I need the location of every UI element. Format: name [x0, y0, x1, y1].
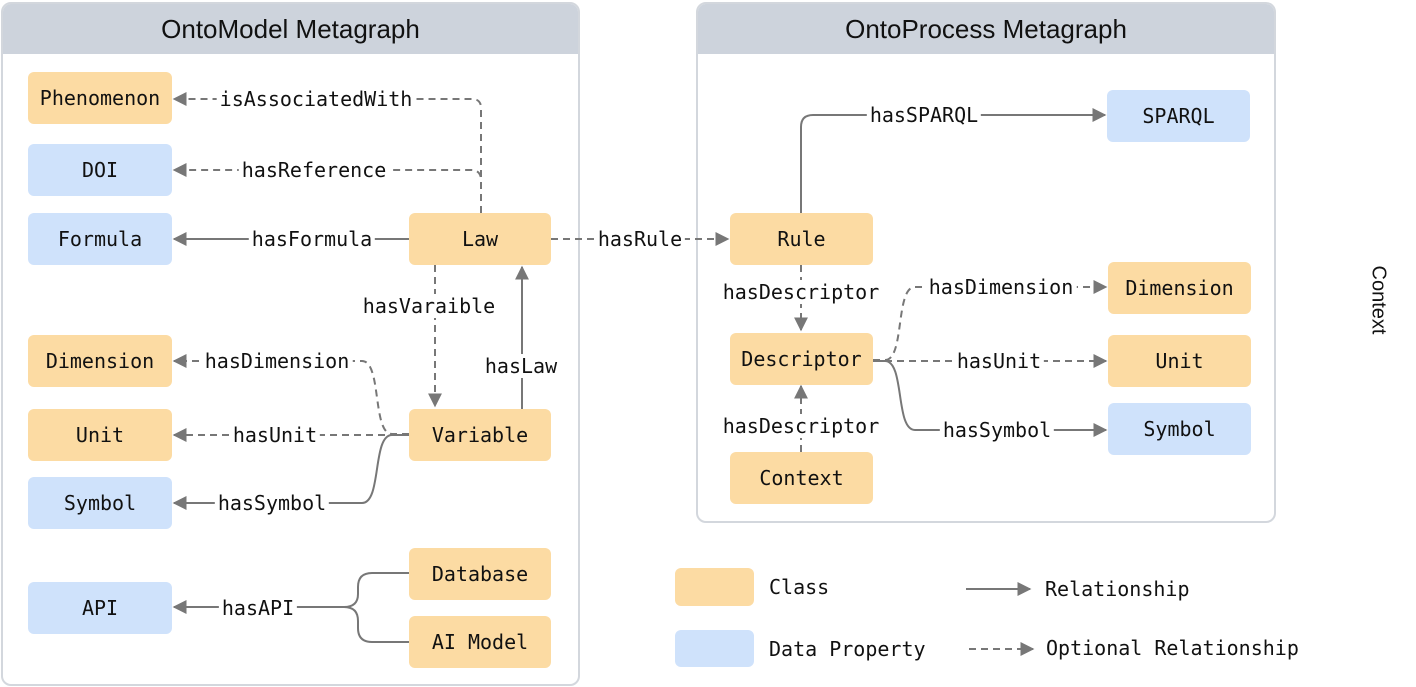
ontomodel-title: OntoModel Metagraph	[3, 4, 578, 54]
node-law: Law	[409, 213, 551, 265]
label-has-rule: hasRule	[594, 227, 686, 251]
edge-database-api	[172, 572, 409, 614]
label-has-symbol-left: hasSymbol	[214, 491, 330, 515]
edge-has-reference	[172, 163, 482, 213]
edge-has-sparql	[800, 108, 1107, 213]
label-has-dimension-left: hasDimension	[201, 349, 353, 373]
label-has-symbol-right: hasSymbol	[939, 418, 1055, 442]
node-descriptor: Descriptor	[730, 333, 873, 385]
node-variable: Variable	[409, 409, 551, 461]
legend-relationship-label: Relationship	[1045, 577, 1190, 601]
edge-has-dimension-right	[873, 280, 1108, 361]
legend-optional-relationship-label: Optional Relationship	[1046, 636, 1299, 660]
node-doi: DOI	[28, 144, 172, 196]
edge-has-dimension-left	[172, 354, 409, 435]
label-has-dimension-right: hasDimension	[925, 275, 1077, 299]
label-has-reference: hasReference	[238, 158, 390, 182]
label-has-sparql: hasSPARQL	[866, 103, 982, 127]
node-formula: Formula	[28, 213, 172, 265]
label-has-varaible: hasVaraible	[359, 294, 499, 318]
label-has-unit-right: hasUnit	[953, 349, 1045, 373]
node-symbol-right: Symbol	[1108, 403, 1251, 455]
edge-aimodel-api	[343, 606, 409, 643]
node-api: API	[28, 582, 172, 634]
edge-is-associated-with	[172, 92, 482, 213]
label-has-descriptor-bottom: hasDescriptor	[719, 414, 883, 438]
node-dimension-left: Dimension	[28, 335, 172, 387]
node-context: Context	[730, 452, 873, 504]
label-has-law: hasLaw	[481, 354, 561, 378]
legend-class-swatch	[675, 568, 754, 606]
label-has-formula: hasFormula	[248, 227, 376, 251]
label-is-associated-with: isAssociatedWith	[216, 87, 416, 111]
legend-data-property-swatch	[675, 630, 754, 667]
edge-has-symbol-left	[172, 434, 409, 510]
legend-data-property-label: Data Property	[769, 637, 926, 661]
label-has-unit-left: hasUnit	[229, 423, 321, 447]
node-symbol-left: Symbol	[28, 477, 172, 529]
node-database: Database	[409, 548, 551, 600]
label-has-descriptor-top: hasDescriptor	[719, 280, 883, 304]
node-sparql: SPARQL	[1107, 90, 1250, 142]
node-ai-model: AI Model	[409, 616, 551, 668]
node-dimension-right: Dimension	[1108, 262, 1251, 314]
node-unit-right: Unit	[1108, 335, 1251, 387]
label-has-api: hasAPI	[218, 596, 298, 620]
ontoprocess-title: OntoProcess Metagraph	[698, 4, 1274, 54]
edge-has-symbol-right	[873, 360, 1108, 437]
legend-class-label: Class	[769, 575, 830, 599]
node-unit-left: Unit	[28, 409, 172, 461]
node-rule: Rule	[730, 213, 873, 265]
node-phenomenon: Phenomenon	[28, 72, 172, 124]
side-context-label: Context	[1367, 265, 1390, 335]
